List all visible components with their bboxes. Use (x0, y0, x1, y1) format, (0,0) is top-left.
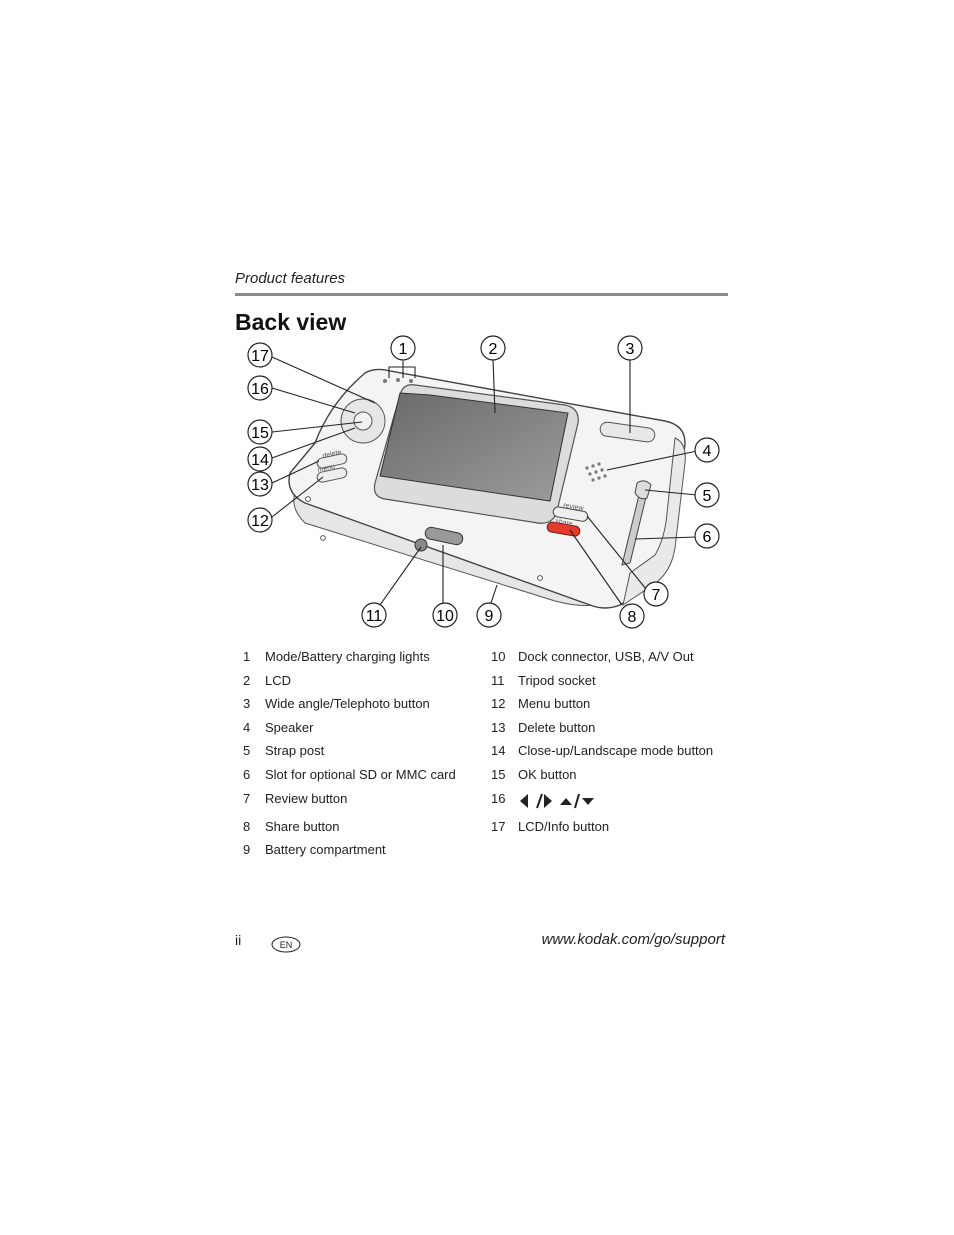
legend-label: Wide angle/Telephoto button (265, 696, 430, 712)
legend-number: 4 (243, 719, 251, 735)
language-badge: EN (271, 936, 301, 953)
legend-number: 11 (491, 672, 505, 688)
legend-number: 12 (491, 696, 506, 712)
callout-17: 17 (251, 348, 269, 365)
callout-leaders (271, 356, 698, 606)
legend-number: 7 (243, 790, 251, 806)
callout-12: 12 (251, 513, 269, 530)
strap-post (634, 480, 652, 500)
callout-14: 14 (251, 452, 269, 469)
callout-9: 9 (485, 608, 494, 625)
legend-item: 12 Menu button (491, 696, 731, 720)
legend-item: 8 Share button (243, 819, 473, 843)
legend-number: 5 (243, 743, 251, 759)
section-rule (235, 293, 728, 296)
legend-item: 15 OK button (491, 767, 731, 791)
legend-number: 8 (243, 818, 251, 834)
legend-item: 17 LCD/Info button (491, 819, 731, 843)
screw (305, 496, 311, 502)
legend-label: Strap post (265, 743, 325, 759)
legend-item: 9 Battery compartment (243, 842, 473, 866)
callout-15: 15 (251, 425, 269, 442)
camera-side-panel (622, 437, 686, 607)
ok-button[interactable] (353, 411, 373, 431)
legend-item: 3 Wide angle/Telephoto button (243, 696, 473, 720)
legend-left-column: 1 Mode/Battery charging lights 2 LCD 3 Wide… (243, 649, 473, 866)
callout-10: 10 (436, 608, 454, 625)
callout-4: 4 (703, 443, 712, 460)
legend-item: 11 Tripod socket (491, 673, 731, 697)
legend-item: 16 (491, 791, 731, 819)
legend-item: 14 Close-up/Landscape mode button (491, 743, 731, 767)
legend-number: 17 (491, 818, 506, 834)
language-badge-label: EN (280, 940, 293, 950)
callout-7: 7 (652, 587, 661, 604)
callout-11: 11 (366, 608, 383, 625)
legend-number: 10 (491, 649, 506, 664)
page-title: Back view (235, 309, 347, 335)
callout-5: 5 (703, 488, 712, 505)
legend-item: 7 Review button (243, 791, 473, 819)
screw (537, 575, 543, 581)
legend-label: Battery compartment (265, 842, 386, 858)
arrow-keys-icon (518, 791, 598, 814)
lcd-screen (379, 392, 569, 502)
legend-label: Speaker (265, 719, 314, 735)
review-label: review (563, 502, 585, 513)
camera-back-view-figure: review share delete menu 1 (247, 335, 720, 629)
share-label: share (555, 518, 574, 528)
legend-number: 3 (243, 696, 251, 712)
delete-button[interactable] (316, 467, 348, 483)
speaker-grille (585, 462, 607, 482)
tripod-socket (414, 538, 428, 552)
page-number: ii (235, 932, 242, 948)
menu-label: menu (317, 463, 336, 474)
legend-item: 10 Dock connector, USB, A/V Out (491, 649, 731, 673)
callout-16: 16 (251, 381, 269, 398)
callout-1: 1 (399, 341, 408, 358)
legend-label: Close-up/Landscape mode button (518, 743, 714, 759)
legend-item: 5 Strap post (243, 743, 473, 767)
mode-lights (383, 378, 413, 383)
callout-3: 3 (626, 341, 635, 358)
legend-label: Mode/Battery charging lights (265, 649, 430, 664)
legend-item: 4 Speaker (243, 720, 473, 744)
callout-2: 2 (489, 341, 498, 358)
legend-item: 13 Delete button (491, 720, 731, 744)
dock-connector (424, 526, 464, 546)
legend-label: LCD (265, 672, 292, 688)
legend-label: Slot for optional SD or MMC card (265, 766, 456, 782)
legend-number: 2 (243, 672, 251, 688)
legend-label: Share button (265, 818, 340, 834)
legend-label: Menu button (518, 696, 591, 712)
legend-label: LCD/Info button (518, 818, 610, 834)
closeup-landscape-button[interactable] (316, 453, 348, 469)
legend-label: Dock connector, USB, A/V Out (518, 649, 694, 664)
screw (320, 535, 326, 541)
legend-number: 13 (491, 719, 506, 735)
legend-right-column: 10 Dock connector, USB, A/V Out 11 Tripod … (491, 649, 731, 842)
legend-number: 1 (243, 649, 251, 664)
legend-item: 1 Mode/Battery charging lights (243, 649, 473, 673)
legend-item: 2 LCD (243, 673, 473, 697)
callout-6: 6 (703, 529, 712, 546)
legend-number: 6 (243, 766, 251, 782)
callout-13: 13 (251, 477, 269, 494)
legend-label: Review button (265, 790, 348, 806)
legend-label: OK button (518, 766, 577, 782)
legend-number: 9 (243, 842, 251, 858)
support-url-link[interactable]: www.kodak.com/go/support (541, 931, 725, 948)
section-title: Product features (235, 270, 346, 287)
callout-8: 8 (628, 609, 637, 626)
delete-label: delete (322, 449, 342, 460)
callout-markers: 1 2 3 4 5 6 7 8 9 10 11 12 13 14 15 16 1… (247, 335, 720, 629)
legend-number: 14 (491, 743, 506, 759)
zoom-rocker-button[interactable] (599, 421, 656, 443)
legend-item: 6 Slot for optional SD or MMC card (243, 767, 473, 791)
legend-label: Delete button (518, 719, 596, 735)
legend-label: Tripod socket (518, 672, 596, 688)
legend-number: 15 (491, 766, 506, 782)
legend-number: 16 (491, 790, 506, 806)
